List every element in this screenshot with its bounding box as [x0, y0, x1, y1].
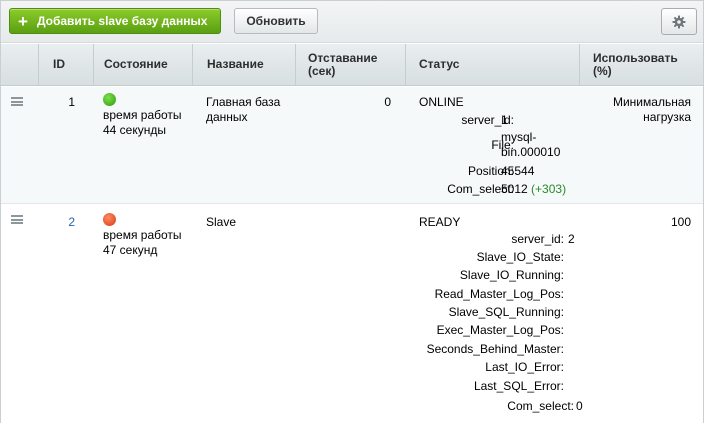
row-name: Slave [206, 215, 237, 229]
row-state: время работы 44 секунды [103, 93, 191, 138]
plus-icon: + [18, 11, 28, 31]
kv-value: 5012 (+303) [501, 182, 566, 197]
name-line1: Главная база [206, 95, 281, 109]
row-usage: 100 [670, 215, 691, 229]
row-lag: 0 [384, 95, 391, 109]
kv-value: mysql- [501, 130, 537, 144]
row-name: Главная база данных [206, 95, 294, 125]
kv-key: Exec_Master_Log_Pos: [436, 323, 564, 337]
status-kv-row: Exec_Master_Log_Pos: [419, 323, 589, 338]
kv-key: Com_select: [447, 182, 514, 196]
kv-value: 2 [568, 232, 575, 246]
status-kv-row: Position: 45544 [419, 164, 589, 179]
kv-key: server_id: [461, 113, 514, 127]
status-kv-row: Seconds_Behind_Master: [419, 342, 589, 357]
state-line1: время работы [103, 228, 182, 242]
row-status: ONLINE [419, 95, 464, 109]
row-state: время работы 47 секунд [103, 213, 191, 258]
table-header: ID Состояние Название Отставание (сек) С… [1, 44, 703, 86]
settings-button[interactable] [661, 8, 697, 35]
kv-value: 0 [576, 399, 583, 413]
status-dot-green-icon [103, 93, 116, 106]
kv-key: Com_select: [507, 399, 574, 413]
row-status: READY [419, 215, 461, 229]
header-name[interactable]: Название [192, 44, 295, 85]
status-kv-row: server_id: 1 [419, 113, 589, 128]
header-usage[interactable]: Использовать (%) [579, 44, 703, 85]
kv-value-cont: bin.000010 [501, 145, 561, 159]
gear-icon [672, 15, 686, 28]
add-slave-button[interactable]: + Добавить slave базу данных [9, 8, 221, 34]
state-line2: 47 секунд [103, 243, 158, 257]
kv-key: Position: [467, 164, 514, 178]
status-kv-row: Slave_SQL_Running: [419, 305, 589, 320]
state-line1: время работы [103, 108, 182, 122]
refresh-button[interactable]: Обновить [234, 8, 318, 34]
status-kv-row: Slave_IO_State: [419, 250, 589, 265]
header-status[interactable]: Статус [405, 44, 579, 85]
row-usage: Минимальная нагрузка [589, 95, 691, 125]
com-select-delta: (+303) [531, 182, 567, 196]
row-id: 1 [68, 95, 75, 109]
status-kv-row: File: mysql- bin.000010 [419, 130, 589, 160]
kv-key: Seconds_Behind_Master: [426, 342, 564, 356]
status-kv-row: Slave_IO_Running: [419, 268, 589, 283]
kv-key: Slave_IO_State: [476, 250, 564, 264]
kv-key: Last_IO_Error: [485, 360, 564, 374]
usage-line2: нагрузка [643, 110, 691, 124]
usage-line1: Минимальная [612, 95, 691, 109]
com-select-value: 5012 [501, 182, 528, 196]
status-dot-red-icon [103, 213, 116, 226]
kv-value: 1 [501, 113, 508, 127]
kv-key: File: [491, 138, 514, 152]
table-row[interactable]: 2 время работы 47 секунд Slave READY ser… [1, 205, 703, 423]
kv-key: Slave_SQL_Running: [448, 305, 564, 319]
row-menu-icon[interactable] [11, 215, 23, 224]
status-kv-row: server_id: 2 [419, 232, 589, 247]
status-kv-row: Last_SQL_Error: [419, 379, 589, 394]
kv-value: 45544 [501, 164, 535, 178]
kv-key: Slave_IO_Running: [459, 268, 564, 282]
header-lag[interactable]: Отставание (сек) [295, 44, 405, 85]
table-row[interactable]: 1 время работы 44 секунды Главная база д… [1, 87, 703, 204]
header-lag-label: Отставание (сек) [308, 50, 378, 78]
header-menu-col [1, 44, 38, 85]
status-kv-row: Last_IO_Error: [419, 360, 589, 375]
row-menu-icon[interactable] [11, 97, 23, 106]
header-state[interactable]: Состояние [93, 44, 192, 85]
header-id[interactable]: ID [38, 44, 93, 85]
state-line2: 44 секунды [103, 123, 166, 137]
toolbar: + Добавить slave базу данных Обновить [1, 1, 703, 43]
status-kv-row: Com_select: 5012 (+303) [419, 182, 589, 197]
name-line2: данных [206, 110, 248, 124]
kv-key: server_id: [511, 232, 564, 246]
header-usage-label: Использовать (%) [593, 50, 678, 78]
status-kv-row: Com_select: 0 [419, 399, 589, 414]
status-kv-row: Read_Master_Log_Pos: [419, 287, 589, 302]
kv-key: Last_SQL_Error: [473, 379, 564, 393]
row-id: 2 [68, 215, 75, 229]
kv-key: Read_Master_Log_Pos: [434, 287, 564, 301]
add-slave-label: Добавить slave базу данных [36, 14, 208, 28]
